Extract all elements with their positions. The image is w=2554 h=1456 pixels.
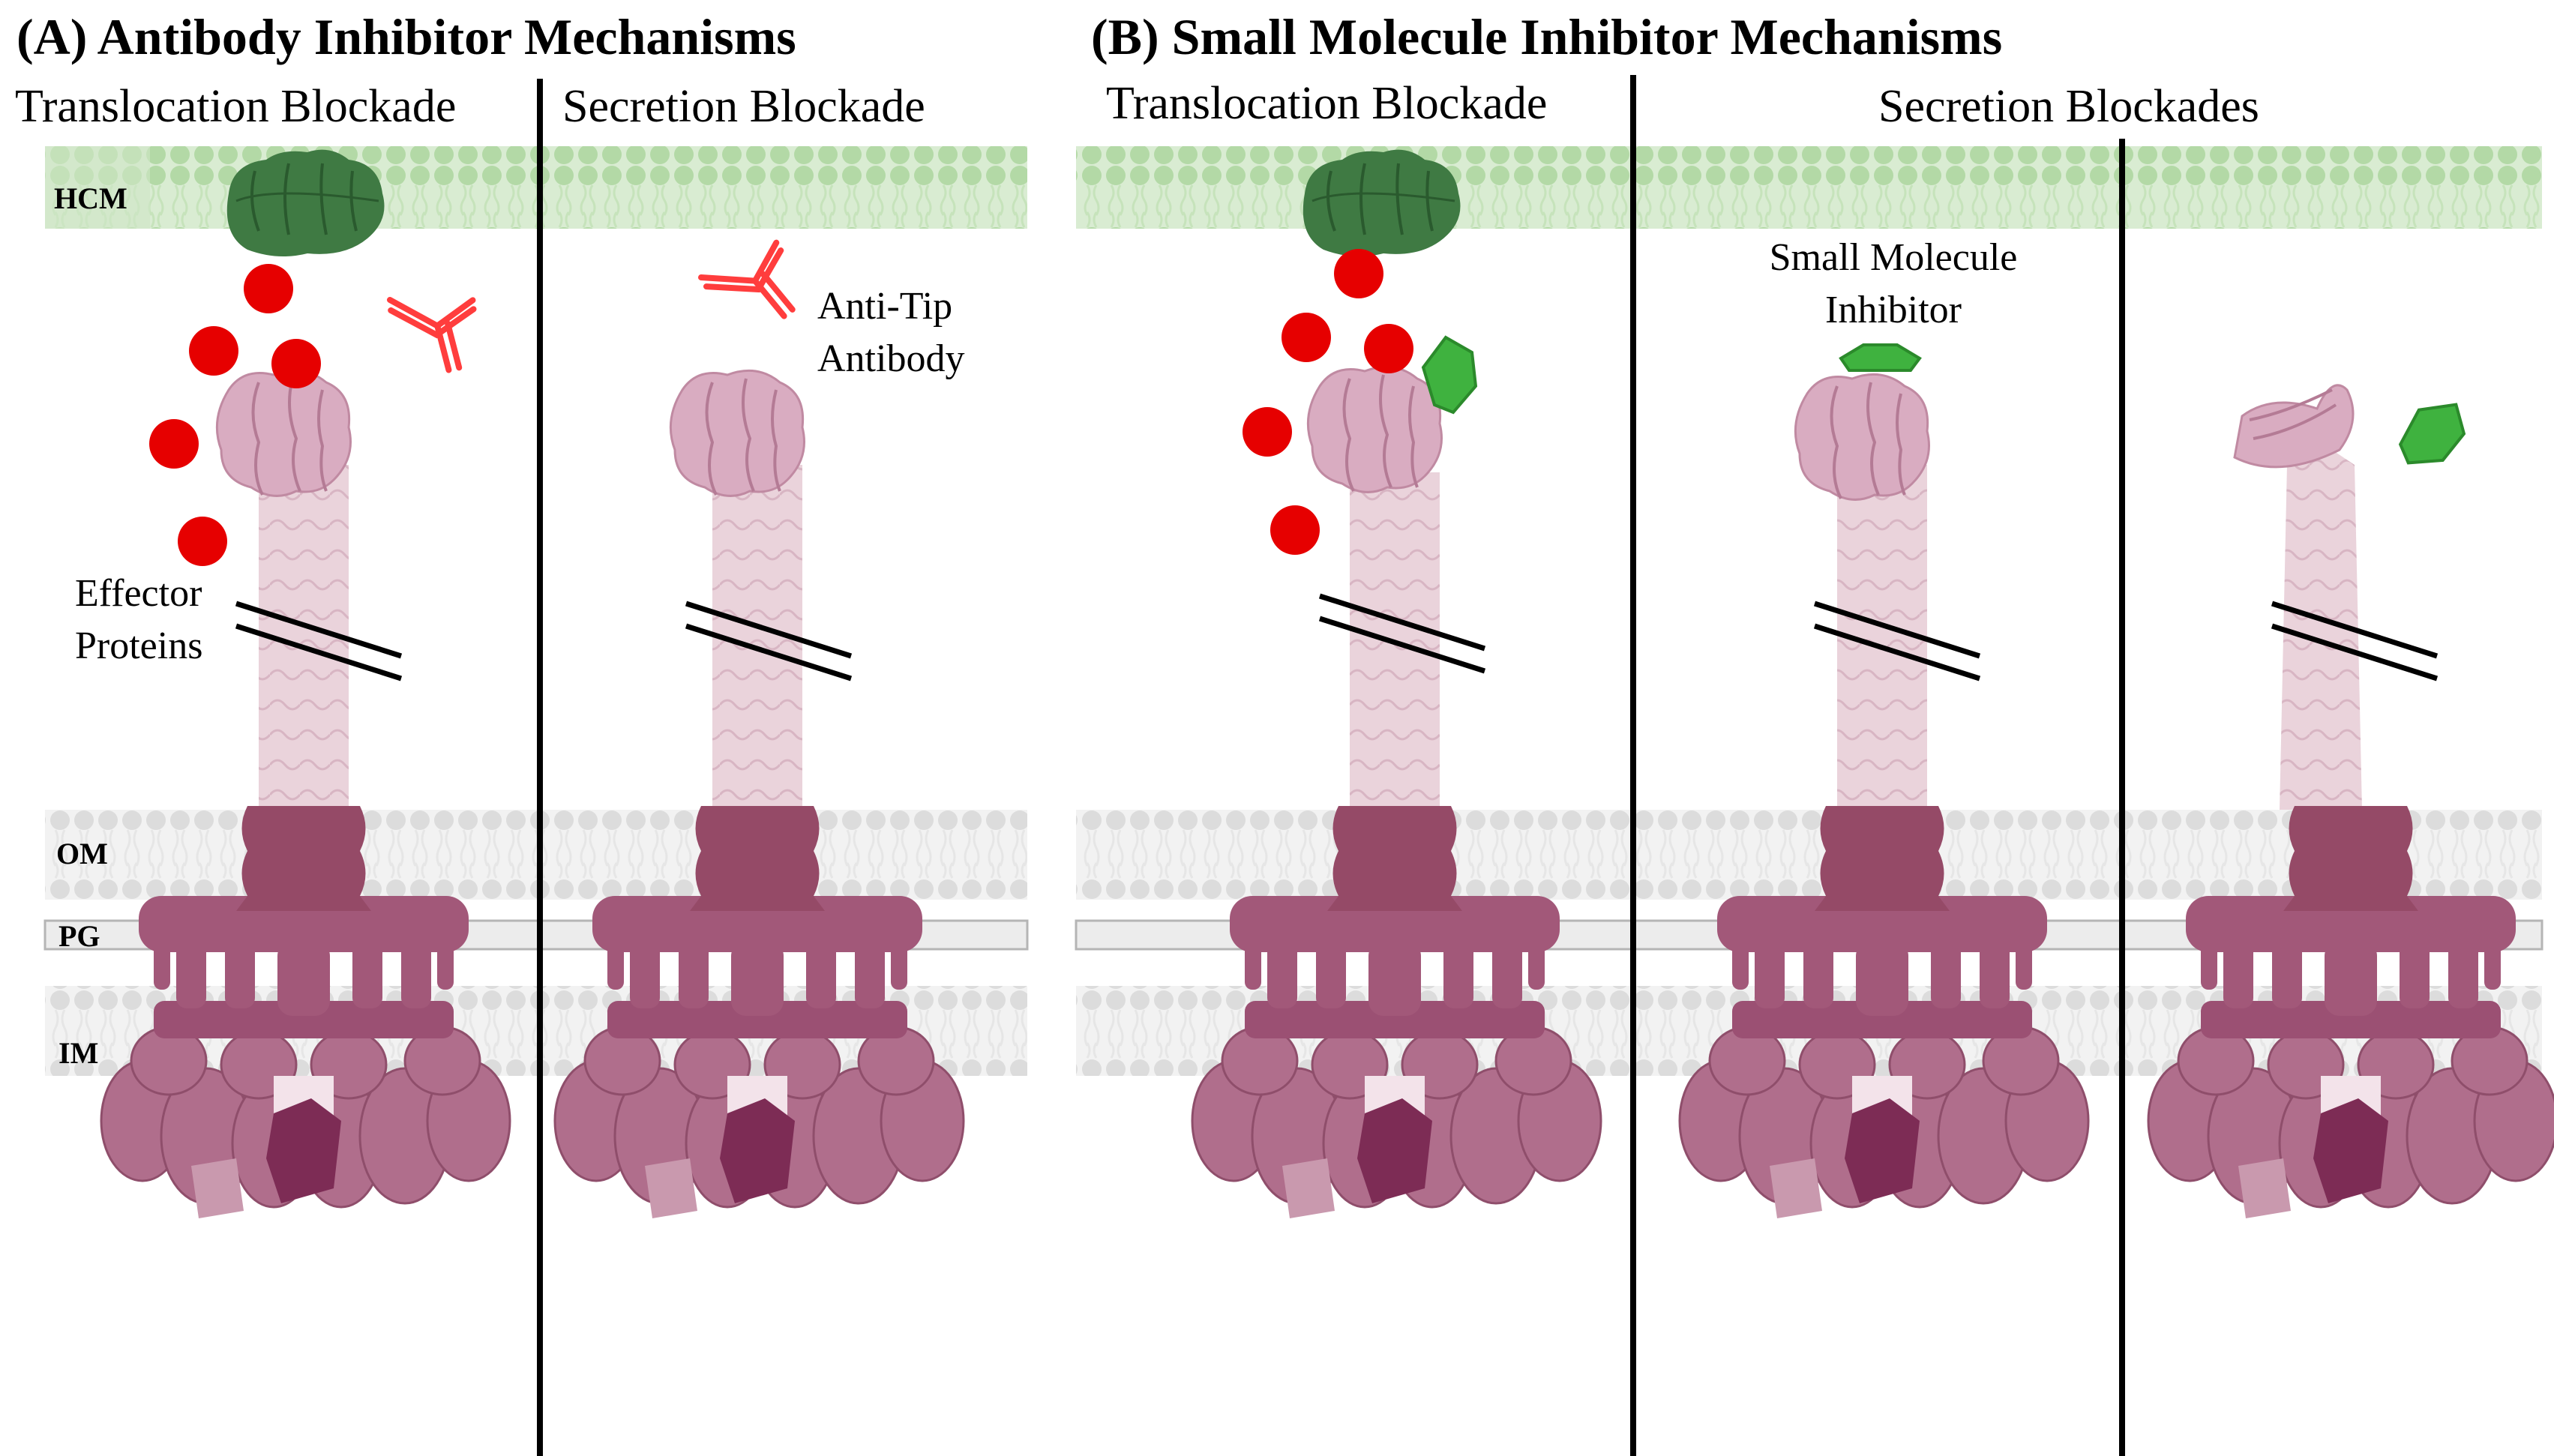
- panel-dividers: [537, 75, 2125, 1456]
- effector-proteins: [149, 249, 1413, 566]
- translocon-b1: [1301, 148, 1462, 259]
- effector-label-line1: Effector: [75, 572, 202, 615]
- tip-complex-a2: [669, 369, 806, 498]
- om-label: OM: [56, 837, 108, 870]
- panel-a-translocation-title: Translocation Blockade: [15, 81, 456, 132]
- panel-b-translocation-title: Translocation Blockade: [1106, 78, 1547, 129]
- panel-a-secretion-title: Secretion Blockade: [562, 81, 925, 132]
- panel-b-title: (B) Small Molecule Inhibitor Mechanisms: [1091, 8, 2002, 65]
- tip-complex-b2: [1794, 373, 1931, 502]
- smi-label-line2: Inhibitor: [1825, 289, 1962, 331]
- hcm-label: HCM: [54, 181, 127, 215]
- tip-complex-a1: [215, 369, 352, 498]
- antibody-a1: [390, 292, 478, 374]
- antitip-label-line2: Antibody: [817, 337, 964, 380]
- antibody-a2: [701, 236, 810, 343]
- host-cell-membrane: [45, 146, 2542, 229]
- needles: [259, 435, 2362, 817]
- im-label: IM: [58, 1036, 98, 1070]
- tip-complex-b1: [1306, 365, 1443, 494]
- panel-b-secretion-title: Secretion Blockades: [1878, 81, 2259, 132]
- small-molecule-b3: [2387, 388, 2477, 478]
- outer-membrane: [45, 810, 2542, 900]
- antitip-label-line1: Anti-Tip: [817, 285, 952, 328]
- pg-label: PG: [58, 919, 100, 953]
- smi-label-line1: Small Molecule: [1770, 236, 2018, 279]
- small-molecule-b2: [1839, 343, 1922, 372]
- translocon-a1: [225, 148, 386, 259]
- displaced-tip-b3: [2233, 384, 2355, 469]
- effector-label-line2: Proteins: [75, 625, 202, 667]
- panel-a-title: (A) Antibody Inhibitor Mechanisms: [16, 8, 796, 65]
